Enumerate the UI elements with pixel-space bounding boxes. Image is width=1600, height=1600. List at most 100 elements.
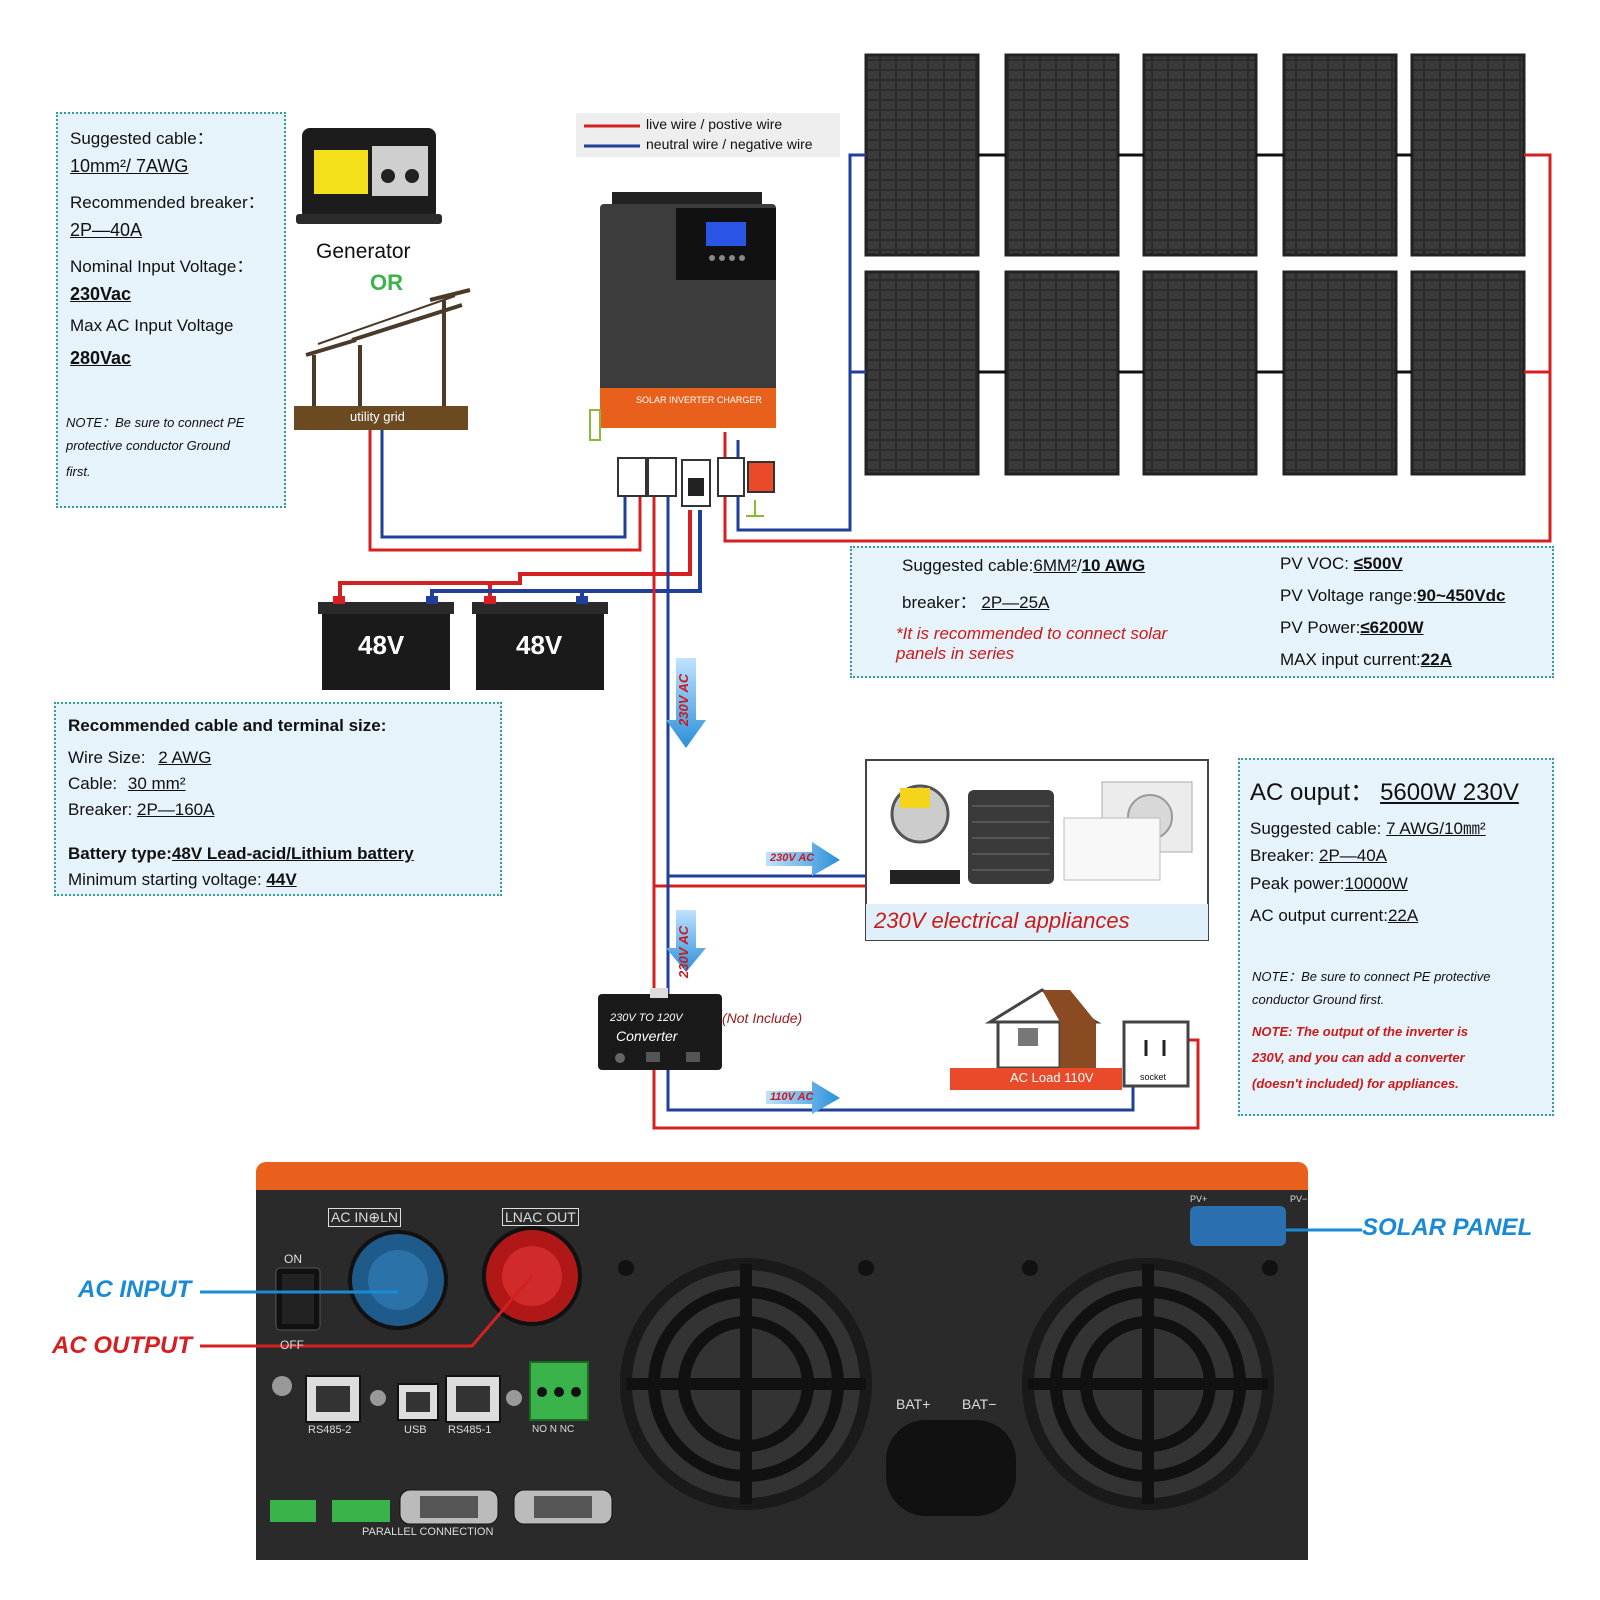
solar-panel-callout: SOLAR PANEL (1362, 1214, 1533, 1241)
max-voltage-value: 280Vac (70, 348, 132, 368)
suggested-cable-value: 10mm²/ 7AWG (70, 156, 189, 176)
peak-power-value: 10000W (1344, 874, 1408, 893)
peak-power-label: Peak power: (1250, 874, 1345, 893)
breaker-value: 2P—40A (70, 220, 143, 240)
pv-series-note-2: panels in series (896, 644, 1015, 663)
utility-grid-label: utility grid (350, 409, 405, 424)
appliances-image (865, 759, 1209, 941)
converter-label-line-2: Converter (616, 1028, 678, 1044)
min-voltage-label: Minimum starting voltage: (68, 870, 262, 889)
ac-input-callout: AC INPUT (78, 1276, 192, 1303)
max-voltage-label: Max AC Input Voltage (70, 316, 234, 335)
wire-size-label: Wire Size: (68, 748, 146, 767)
ac-output-note-1: NOTE：Be sure to connect PE protective (1252, 969, 1491, 984)
battery-right-voltage: 48V (516, 630, 563, 660)
flow-label-230v-top: 230V AC (676, 673, 691, 726)
ac-output-breaker-value: 2P—40A (1318, 846, 1388, 865)
solar-panel (1282, 270, 1398, 476)
ac-output-callout: AC OUTPUT (52, 1332, 192, 1359)
battery-breaker-value: 2P—160A (136, 800, 215, 819)
ac-output-cable-value: 7 AWG/10㎜² (1386, 819, 1486, 838)
pv-breaker-value: 2P—25A (981, 593, 1050, 612)
pv-cable-value-mm: 6MM² (1033, 556, 1077, 575)
ac-output-spec-box: AC ouput：5600W 230V Suggested cable: 7 A… (1238, 758, 1554, 1116)
battery-breaker-label: Breaker: (68, 800, 133, 819)
pv-wires (723, 153, 1552, 543)
pv-connector (1190, 1206, 1286, 1246)
ac-output-title-value: 5600W 230V (1380, 779, 1519, 806)
inverter-lcd (706, 222, 746, 246)
solar-panel (1410, 270, 1526, 476)
breaker-label: Recommended breaker： (70, 193, 265, 212)
pv-cable-label: Suggested cable: (902, 556, 1034, 575)
inverter-rear-panel (256, 1162, 1308, 1560)
ac-input-spec-box: Suggested cable： 10mm²/ 7AWG Recommended… (56, 112, 286, 508)
pv-range-label: PV Voltage range: (1280, 586, 1418, 605)
solar-panel (1142, 270, 1258, 476)
converter-device (598, 988, 722, 1070)
pv-current-label: MAX input current: (1280, 650, 1421, 669)
battery-type-label: Battery type: (68, 844, 172, 863)
inverter-unit (589, 192, 776, 441)
pe-note-line-1: NOTE：Be sure to connect PE (66, 415, 245, 430)
pv-power-value: ≤6200W (1360, 618, 1424, 637)
pv-cable-value-awg: 10 AWG (1081, 556, 1146, 575)
battery-left-voltage: 48V (358, 630, 405, 660)
wire-legend (576, 113, 840, 157)
flow-label-230v-appliances: 230V AC (770, 852, 815, 864)
pv-current-value: 22A (1420, 650, 1452, 669)
wire-size-value: 2 AWG (158, 748, 212, 767)
usb-label: USB (404, 1424, 427, 1436)
pv-breaker-label: breaker： (902, 593, 977, 612)
ac-output-cable-label: Suggested cable: (1250, 819, 1382, 838)
relay-label: NO N NC (532, 1424, 575, 1435)
not-include-label: (Not Include) (722, 1010, 803, 1026)
ac-output-current-value: 22A (1387, 906, 1419, 925)
bat-pos-label: BAT+ (896, 1396, 931, 1412)
pv-voc-value: ≤500V (1353, 554, 1403, 573)
ac-in-label: AC IN⊕LN (328, 1208, 401, 1227)
legend-live-label: live wire / postive wire (646, 116, 783, 132)
solar-panel (1004, 53, 1120, 257)
min-voltage-value: 44V (266, 870, 297, 889)
legend-neutral-label: neutral wire / negative wire (646, 136, 813, 152)
ac-output-note-2: conductor Ground first. (1252, 992, 1385, 1007)
appliances-label: 230V electrical appliances (874, 908, 1130, 933)
ac-input-wires (368, 428, 642, 552)
pv-series-note-1: *It is recommended to connect solar (896, 624, 1168, 643)
battery-box-title: Recommended cable and terminal size: (68, 716, 387, 735)
solar-panel (1142, 53, 1258, 257)
cable-label: Cable: (68, 774, 118, 793)
battery-wires (338, 510, 702, 598)
converter-note-3: (doesn't included) for appliances. (1252, 1076, 1459, 1091)
solar-panel (1004, 270, 1120, 476)
switch-on-label: ON (284, 1252, 302, 1266)
ac-load-label: AC Load 110V (1010, 1070, 1094, 1085)
ac-output-breaker-label: Breaker: (1250, 846, 1315, 865)
battery-port (886, 1420, 1016, 1516)
switch-off-label: OFF (280, 1338, 304, 1352)
converter-note-2: 230V, and you can add a converter (1252, 1050, 1465, 1065)
bat-neg-label: BAT− (962, 1396, 997, 1412)
flow-arrows (666, 658, 840, 1114)
inverter-panel-label: SOLAR INVERTER CHARGER (636, 395, 762, 405)
suggested-cable-label: Suggested cable： (70, 129, 214, 148)
or-label: OR (370, 270, 403, 295)
pe-note-line-2: protective conductor Ground (66, 438, 231, 453)
solar-panel (1410, 53, 1526, 257)
generator-icon (296, 128, 442, 224)
solar-panel (864, 53, 980, 257)
rs485-2-label: RS485-2 (308, 1424, 352, 1436)
nominal-voltage-label: Nominal Input Voltage： (70, 257, 254, 276)
cooling-fan-right (1022, 1258, 1274, 1510)
ac-output-title-label: AC ouput： (1250, 779, 1375, 806)
battery-type-value: 48V Lead-acid/Lithium battery (171, 844, 414, 863)
flow-label-110v: 110V AC (770, 1091, 814, 1103)
solar-array (864, 53, 1526, 476)
rs485-1-label: RS485-1 (448, 1424, 492, 1436)
ac-output-current-label: AC output current: (1250, 906, 1388, 925)
pe-note-line-3: first. (66, 464, 91, 479)
cable-value: 30 mm² (127, 774, 186, 793)
breakers (617, 457, 775, 517)
